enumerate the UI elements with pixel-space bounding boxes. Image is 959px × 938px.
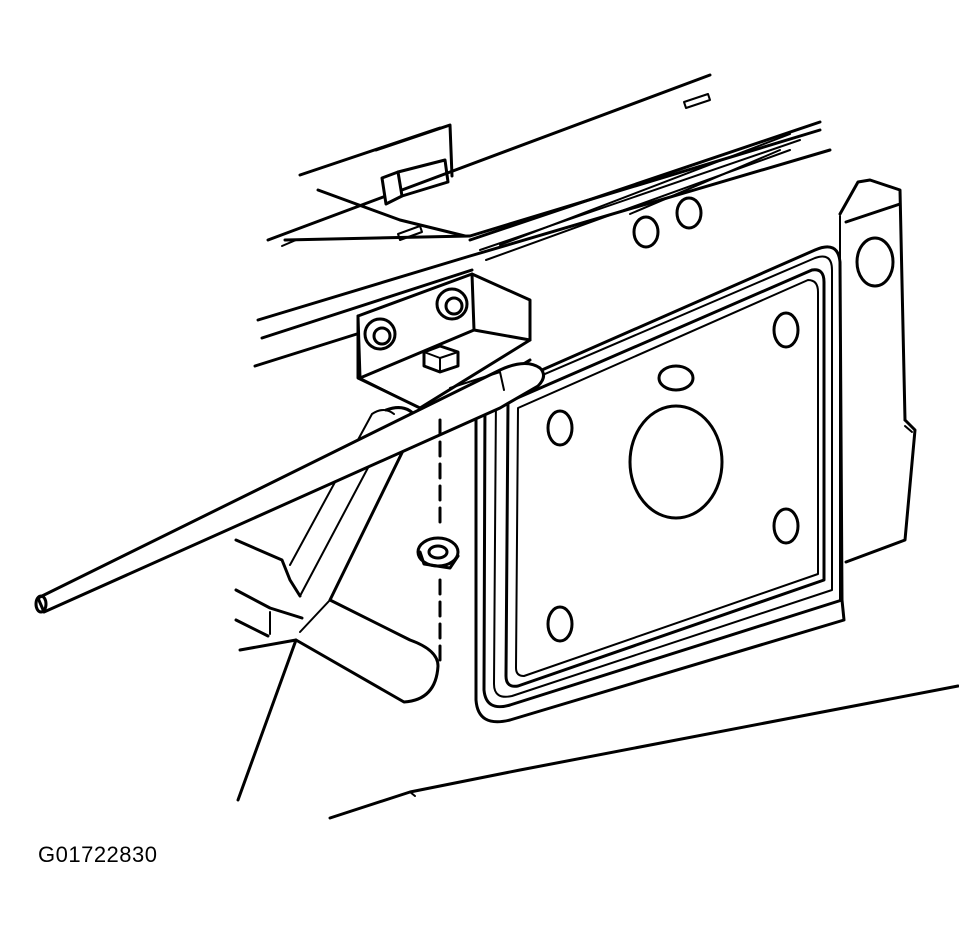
nut [416, 418, 460, 662]
rod [34, 362, 545, 614]
bracket [356, 272, 532, 422]
figure-id-label: G01722830 [38, 842, 158, 867]
mounting-plate [474, 215, 846, 724]
lower-frame [328, 684, 959, 820]
stud-right [435, 287, 469, 321]
frame-rail [253, 73, 832, 368]
side-panel [838, 178, 917, 564]
bolt [422, 344, 460, 374]
lower-arm [234, 406, 440, 802]
stud-left [363, 317, 397, 351]
